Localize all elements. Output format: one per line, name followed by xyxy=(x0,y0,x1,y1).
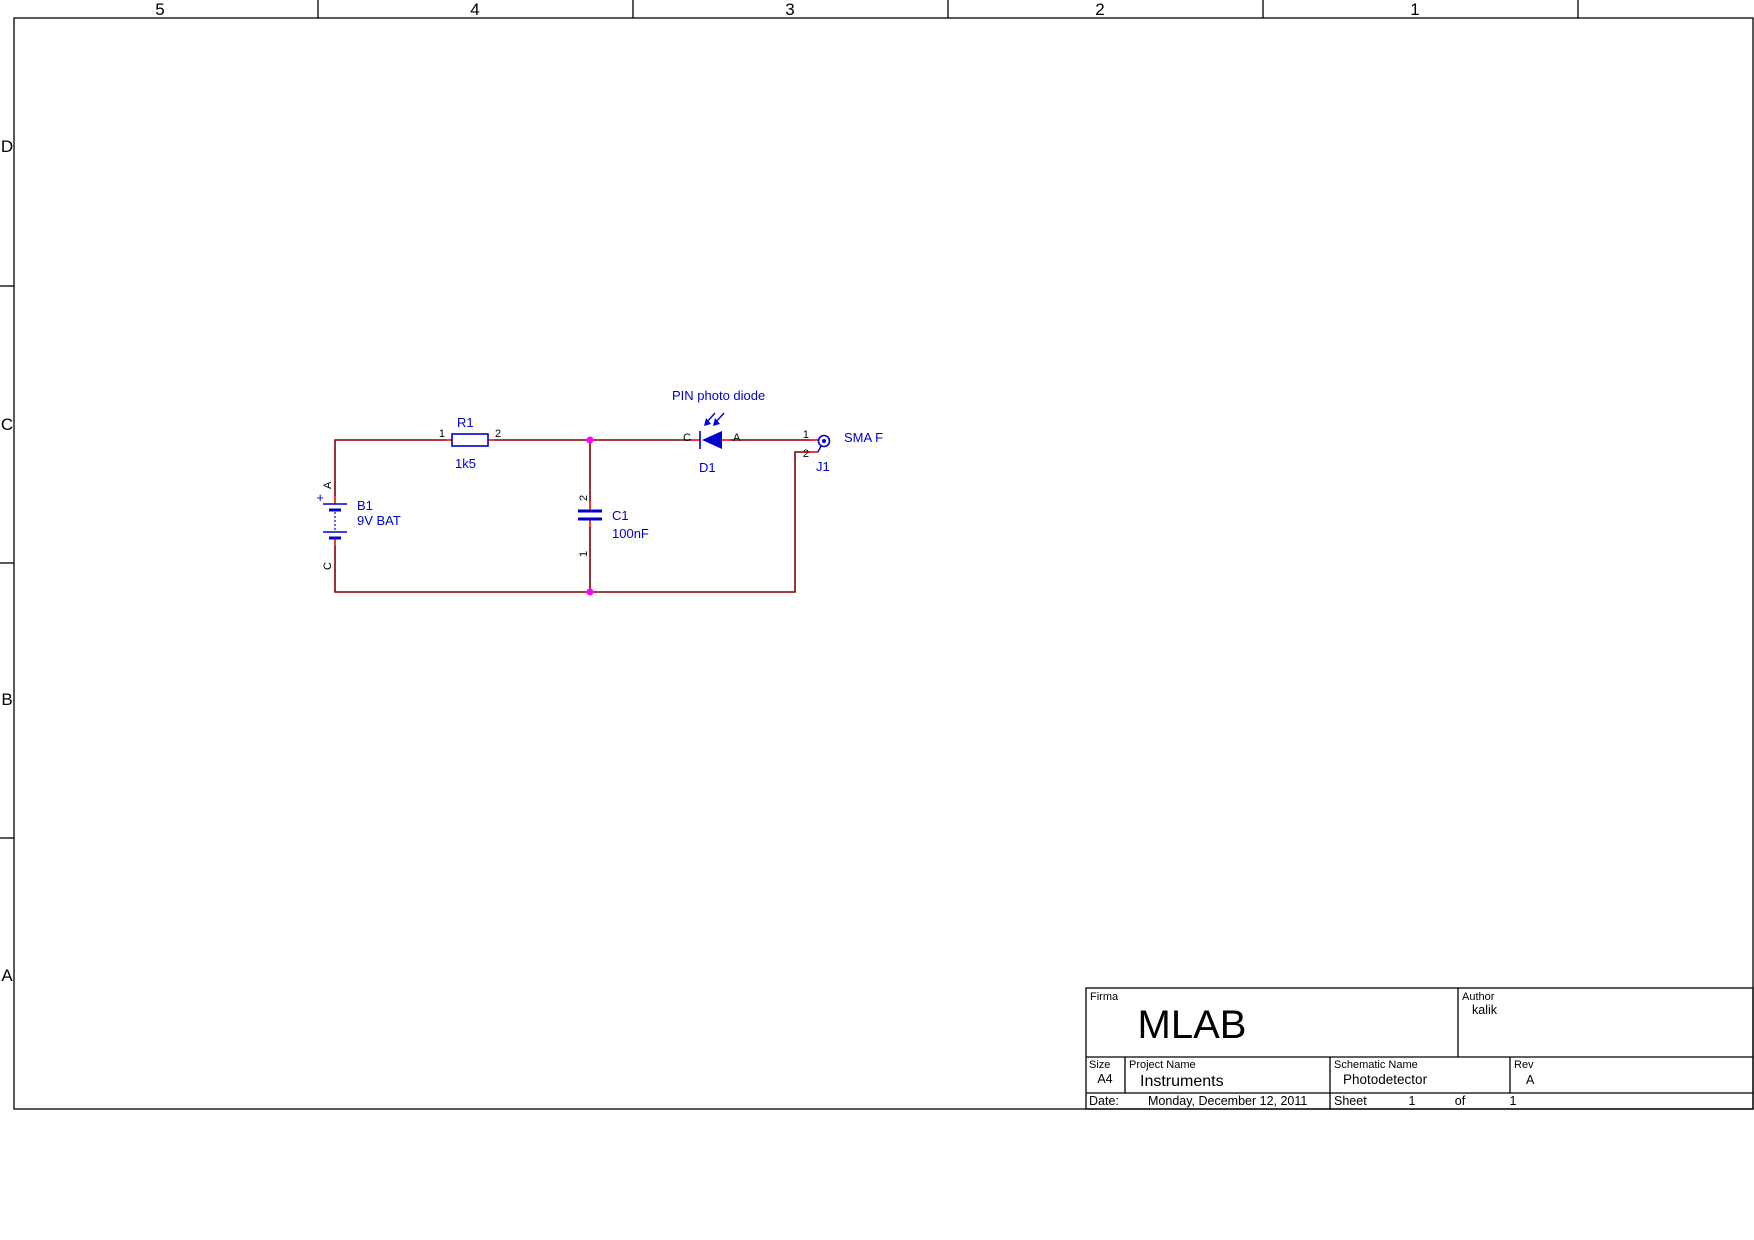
resistor-value: 1k5 xyxy=(455,456,476,471)
sheet-number: 1 xyxy=(1409,1094,1416,1108)
frame-row-label: D xyxy=(1,137,13,156)
photodiode-pin-cathode: C xyxy=(683,432,691,444)
sheet-label: Sheet xyxy=(1334,1094,1367,1108)
photodiode-note: PIN photo diode xyxy=(672,388,765,403)
capacitor-symbol: 2 1 C1 100nF xyxy=(578,495,649,557)
frame-column-label: 3 xyxy=(785,0,794,19)
connector-pin1: 1 xyxy=(803,429,809,441)
light-arrow-shaft xyxy=(715,412,725,423)
schematic-name: Photodetector xyxy=(1343,1072,1428,1087)
light-arrow-head xyxy=(713,418,720,426)
light-arrow-head xyxy=(704,418,711,426)
frame-row-label: A xyxy=(1,966,13,985)
photodiode-symbol: PIN photo diode C A D1 xyxy=(672,388,765,475)
capacitor-ref: C1 xyxy=(612,508,629,523)
battery-ref: B1 xyxy=(357,498,373,513)
photodiode-pin-anode: A xyxy=(733,432,741,444)
project-name: Instruments xyxy=(1140,1073,1224,1090)
diode-triangle xyxy=(702,431,722,449)
resistor-pin1: 1 xyxy=(439,428,445,440)
connector-value: SMA F xyxy=(844,430,883,445)
sheet-of-label: of xyxy=(1455,1094,1466,1108)
junction-dot xyxy=(586,588,594,596)
capacitor-pin1: 1 xyxy=(578,551,590,557)
battery-symbol: + A C B1 9V BAT xyxy=(316,481,400,570)
date-label: Date: xyxy=(1089,1094,1119,1108)
date-value: Monday, December 12, 2011 xyxy=(1148,1094,1307,1108)
photodiode-ref: D1 xyxy=(699,460,716,475)
connector-symbol: 1 2 SMA F J1 xyxy=(803,429,883,474)
frame-column-label: 2 xyxy=(1095,0,1104,19)
incident-light-arrows-icon xyxy=(704,412,725,426)
frame-column-label: 4 xyxy=(470,0,479,19)
coax-center-pin xyxy=(822,439,826,443)
wire xyxy=(334,439,446,496)
battery-pin-cathode: C xyxy=(322,562,334,570)
author-label: Author xyxy=(1462,991,1495,1003)
firma-name: MLAB xyxy=(1138,1003,1247,1047)
title-block: Firma MLAB Author kalik Size A4 Project … xyxy=(1085,987,1754,1110)
capacitor-value: 100nF xyxy=(612,526,649,541)
wire xyxy=(334,451,810,593)
junction-dot xyxy=(586,436,594,444)
frame-column-label: 1 xyxy=(1410,0,1419,19)
title-block-border xyxy=(1085,987,1754,1110)
connector-ref: J1 xyxy=(816,459,830,474)
frame-row-label: B xyxy=(1,690,12,709)
light-arrow-shaft xyxy=(706,412,716,423)
connector-pin2: 2 xyxy=(803,448,809,460)
coax-shield-lead xyxy=(817,445,822,453)
resistor-ref: R1 xyxy=(457,415,474,430)
battery-pin-anode: A xyxy=(322,481,334,489)
coax-outer-ring xyxy=(817,434,831,448)
capacitor-pin2: 2 xyxy=(578,495,590,501)
project-label: Project Name xyxy=(1129,1059,1196,1071)
size-label: Size xyxy=(1089,1059,1110,1071)
firma-label: Firma xyxy=(1090,991,1119,1003)
rev-value: A xyxy=(1526,1073,1535,1087)
circuit-wires xyxy=(334,436,818,596)
schematic-label: Schematic Name xyxy=(1334,1059,1418,1071)
author-name: kalik xyxy=(1472,1003,1498,1017)
sheet-total: 1 xyxy=(1510,1094,1517,1108)
drawing-frame: 5 4 3 2 1 D C B A xyxy=(0,0,1754,1110)
resistor-symbol: R1 1k5 1 2 xyxy=(439,415,501,471)
battery-value: 9V BAT xyxy=(357,513,401,528)
frame-border xyxy=(13,17,1754,1110)
frame-row-label: C xyxy=(1,415,13,434)
resistor-body xyxy=(451,433,489,447)
rev-label: Rev xyxy=(1514,1059,1534,1071)
battery-plus-sign: + xyxy=(316,490,324,505)
size-value: A4 xyxy=(1097,1072,1112,1086)
resistor-pin2: 2 xyxy=(495,428,501,440)
frame-column-label: 5 xyxy=(155,0,164,19)
